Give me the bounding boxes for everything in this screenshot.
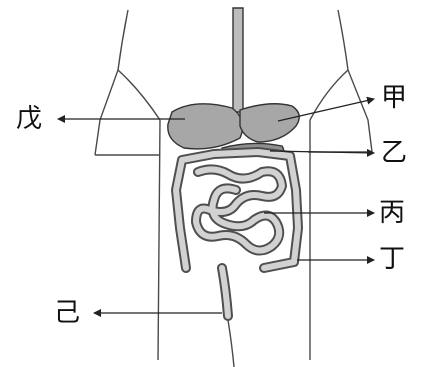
label-wu: 戊 bbox=[16, 106, 42, 132]
liver bbox=[168, 104, 243, 149]
label-yi: 乙 bbox=[381, 140, 407, 166]
label-bing: 丙 bbox=[379, 200, 405, 226]
small-intestine bbox=[196, 169, 282, 250]
esophagus bbox=[233, 8, 243, 112]
stomach bbox=[240, 104, 299, 142]
label-jia: 甲 bbox=[381, 85, 407, 111]
label-ji: 己 bbox=[54, 300, 80, 326]
label-ding: 丁 bbox=[379, 246, 405, 272]
rectum bbox=[222, 268, 228, 316]
